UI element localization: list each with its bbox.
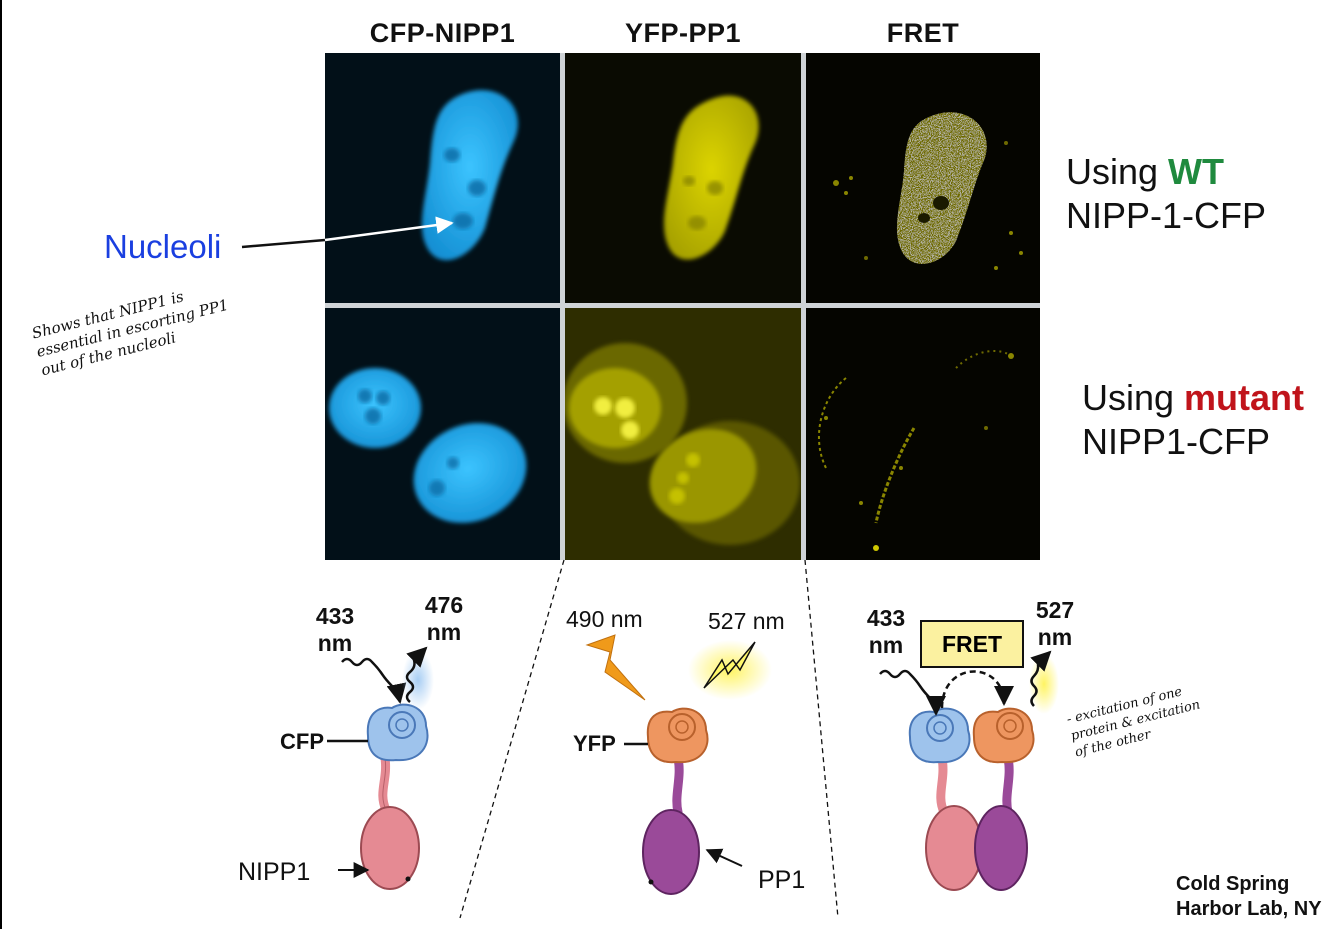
pp1-label-pointer	[707, 850, 742, 866]
zoom-dashed-line-right	[805, 560, 838, 918]
yfp-emission-wavelength: 527 nm	[708, 608, 785, 635]
fret-excitation-unit: nm	[858, 632, 914, 659]
fret-construct	[880, 652, 1059, 890]
cfp-excitation-wavelength: 433 nm	[305, 603, 365, 657]
cfp-excitation-arrow	[342, 659, 400, 702]
zoom-dashed-line-left	[460, 560, 564, 918]
fret-emission-value: 527	[1027, 597, 1083, 624]
cfp-excitation-unit: nm	[305, 630, 365, 657]
fret-transfer-arrow	[942, 671, 1004, 708]
fret-emission-unit: nm	[1027, 624, 1083, 651]
cfp-emission-wavelength: 476 nm	[414, 592, 474, 646]
fret-box: FRET	[920, 620, 1024, 668]
yfp-excitation-bolt	[587, 635, 645, 700]
yfp-domain-label: YFP	[573, 731, 616, 757]
nucleoli-arrow	[242, 223, 452, 247]
nipp1-domain	[361, 807, 419, 889]
fret-excitation-wavelength: 433 nm	[858, 605, 914, 659]
fret-pp1-domain	[975, 806, 1027, 890]
yfp-pp1-construct	[587, 635, 772, 894]
source-credit: Cold Spring Harbor Lab, NY	[1176, 872, 1322, 922]
yfp-excitation-wavelength: 490 nm	[566, 606, 643, 633]
fret-excitation-arrow	[880, 671, 936, 714]
cfp-emission-value: 476	[414, 592, 474, 619]
cfp-emission-unit: nm	[414, 619, 474, 646]
fret-excitation-value: 433	[858, 605, 914, 632]
credit-line-2: Harbor Lab, NY	[1176, 897, 1322, 922]
cfp-excitation-value: 433	[305, 603, 365, 630]
nipp1-protein-label: NIPP1	[238, 858, 310, 887]
pp1-protein-label: PP1	[758, 866, 805, 895]
cfp-nipp1-construct	[327, 648, 434, 889]
cfp-domain-label: CFP	[280, 729, 324, 755]
fret-nipp1-domain	[926, 806, 982, 890]
credit-line-1: Cold Spring	[1176, 872, 1322, 897]
fret-emission-wavelength: 527 nm	[1027, 597, 1083, 651]
